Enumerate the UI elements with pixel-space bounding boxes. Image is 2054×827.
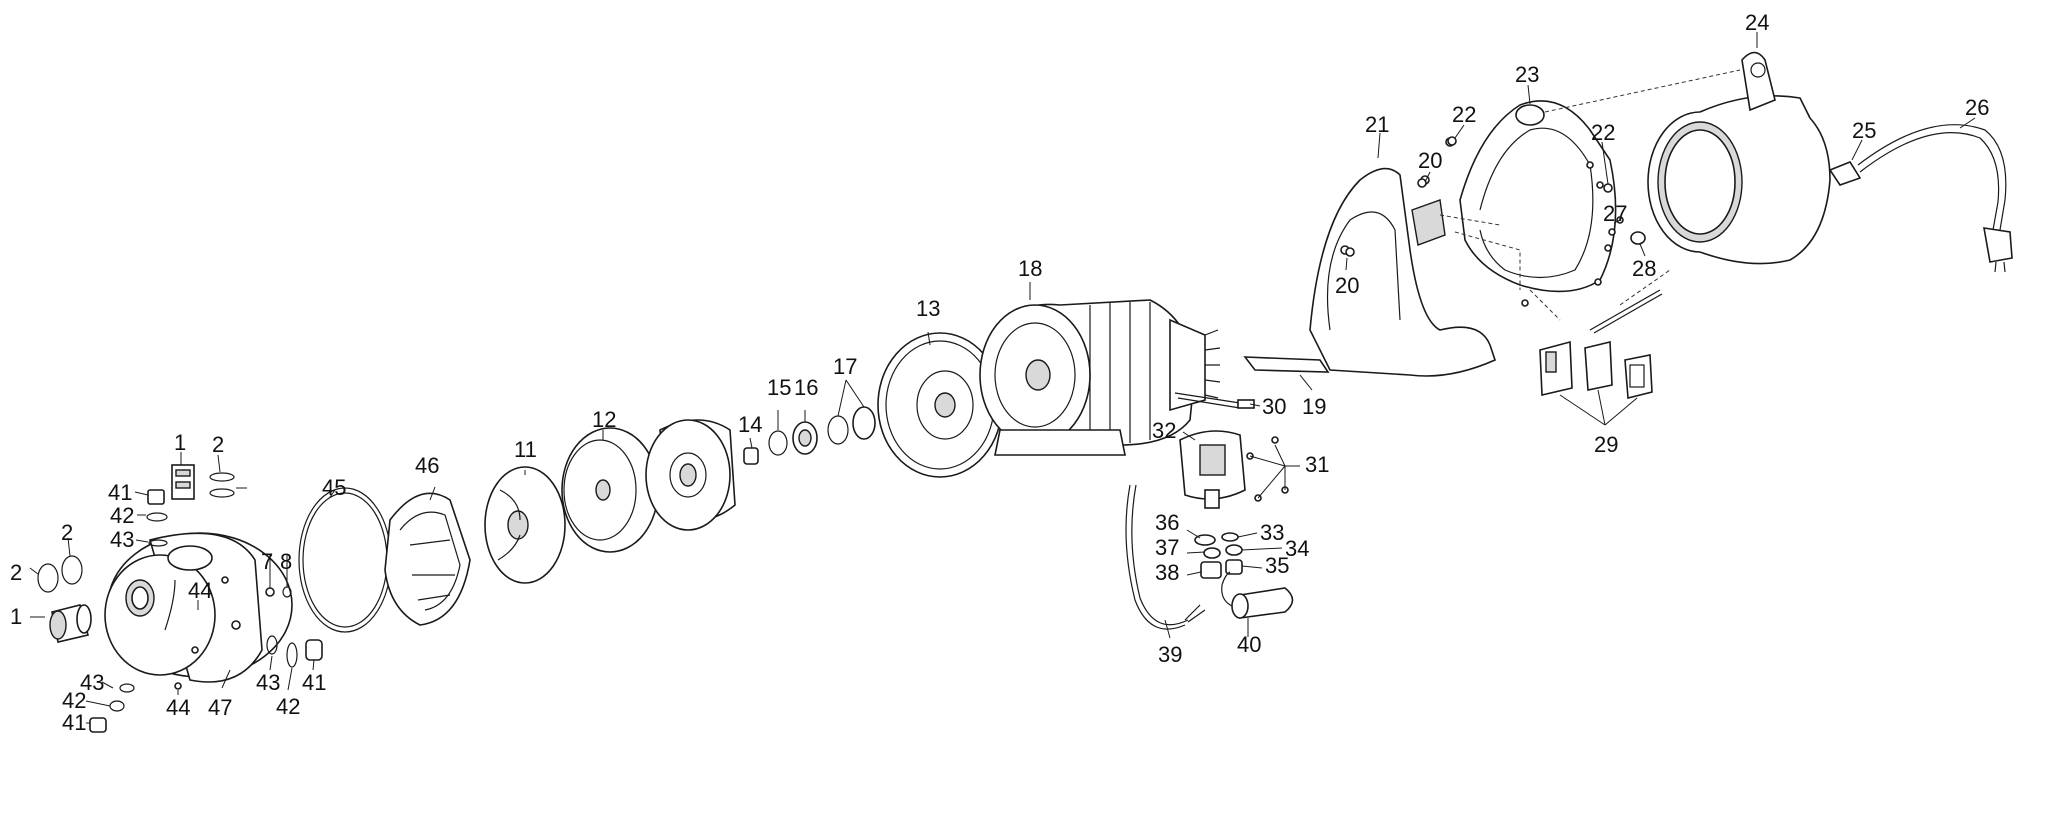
part-diffuser	[384, 492, 471, 626]
callout-42-right: 42	[276, 694, 300, 719]
callout-2-top-a: 2	[212, 432, 224, 457]
callout-2-left-a: 2	[10, 560, 22, 585]
callout-36: 36	[1155, 510, 1179, 535]
callout-37: 37	[1155, 535, 1179, 560]
part-screws	[1345, 136, 1646, 307]
callout-23: 23	[1515, 62, 1539, 87]
callout-18: 18	[1018, 256, 1042, 281]
callout-17: 17	[833, 354, 857, 379]
callout-22-left: 22	[1452, 102, 1476, 127]
part-capacitor-fittings	[1194, 532, 1243, 579]
part-motor	[979, 299, 1221, 456]
callout-41-top: 41	[108, 480, 132, 505]
callout-8: 8	[280, 549, 292, 574]
part-pump-housing	[104, 532, 293, 683]
leader-lines	[29, 32, 1976, 724]
callout-16: 16	[794, 375, 818, 400]
callout-43-bottom: 43	[80, 670, 104, 695]
part-terminal-box	[1179, 430, 1289, 509]
callout-45: 45	[322, 475, 346, 500]
part-cable-30	[1174, 392, 1255, 409]
part-impeller	[484, 466, 566, 584]
callout-41-bottom: 41	[62, 710, 86, 735]
callout-14: 14	[738, 412, 762, 437]
callout-1-top: 1	[174, 430, 186, 455]
part-base-plate	[1243, 356, 1330, 373]
callout-labels: 1 2 2 1 2 41 42 43 44 7 8 45 46 11 12 14…	[10, 10, 1989, 735]
callout-41-right: 41	[302, 670, 326, 695]
callout-47: 47	[208, 695, 232, 720]
callout-7: 7	[261, 549, 273, 574]
assembly-lines	[1439, 69, 1741, 321]
callout-43-right: 43	[256, 670, 280, 695]
part-plugs-washers	[89, 489, 323, 733]
callout-42-bottom: 42	[62, 688, 86, 713]
callout-29: 29	[1594, 432, 1618, 457]
callout-38: 38	[1155, 560, 1179, 585]
callout-19: 19	[1302, 394, 1326, 419]
callout-1-left: 1	[10, 604, 22, 629]
callout-33: 33	[1260, 520, 1284, 545]
callout-21: 21	[1365, 112, 1389, 137]
callout-35: 35	[1265, 553, 1289, 578]
callout-13: 13	[916, 296, 940, 321]
part-seal-components	[743, 406, 876, 465]
callout-30: 30	[1262, 394, 1286, 419]
callout-46: 46	[415, 453, 439, 478]
part-top-fitting	[171, 464, 235, 500]
callout-28: 28	[1632, 256, 1656, 281]
callout-34: 34	[1285, 536, 1309, 561]
part-switch	[1539, 289, 1663, 400]
part-inlet-fitting	[37, 555, 92, 643]
part-cable-39	[1125, 484, 1206, 630]
part-cover	[561, 427, 659, 553]
callout-40: 40	[1237, 632, 1261, 657]
callout-43-top: 43	[110, 527, 134, 552]
part-power-cable	[1828, 124, 2013, 273]
part-seal-housing	[645, 419, 736, 531]
part-motor-flange	[877, 332, 1003, 478]
callout-25: 25	[1852, 118, 1876, 143]
callout-12: 12	[592, 407, 616, 432]
callout-24: 24	[1745, 10, 1769, 35]
callout-44-top: 44	[188, 578, 212, 603]
callout-39: 39	[1158, 642, 1182, 667]
callout-27: 27	[1603, 201, 1627, 226]
callout-2-left-b: 2	[61, 520, 73, 545]
callout-15: 15	[767, 375, 791, 400]
callout-31: 31	[1305, 452, 1329, 477]
callout-20-lower: 20	[1335, 273, 1359, 298]
callout-26: 26	[1965, 95, 1989, 120]
callout-22-right: 22	[1591, 120, 1615, 145]
callout-42-top: 42	[110, 503, 134, 528]
callout-20-upper: 20	[1418, 148, 1442, 173]
callout-44-bottom: 44	[166, 695, 190, 720]
callout-32: 32	[1152, 418, 1176, 443]
part-capacitor	[1221, 571, 1294, 619]
part-motor-cover	[1647, 51, 1831, 265]
callout-11: 11	[514, 437, 537, 462]
part-switch-housing	[1309, 167, 1496, 377]
part-large-o-ring	[298, 487, 392, 633]
